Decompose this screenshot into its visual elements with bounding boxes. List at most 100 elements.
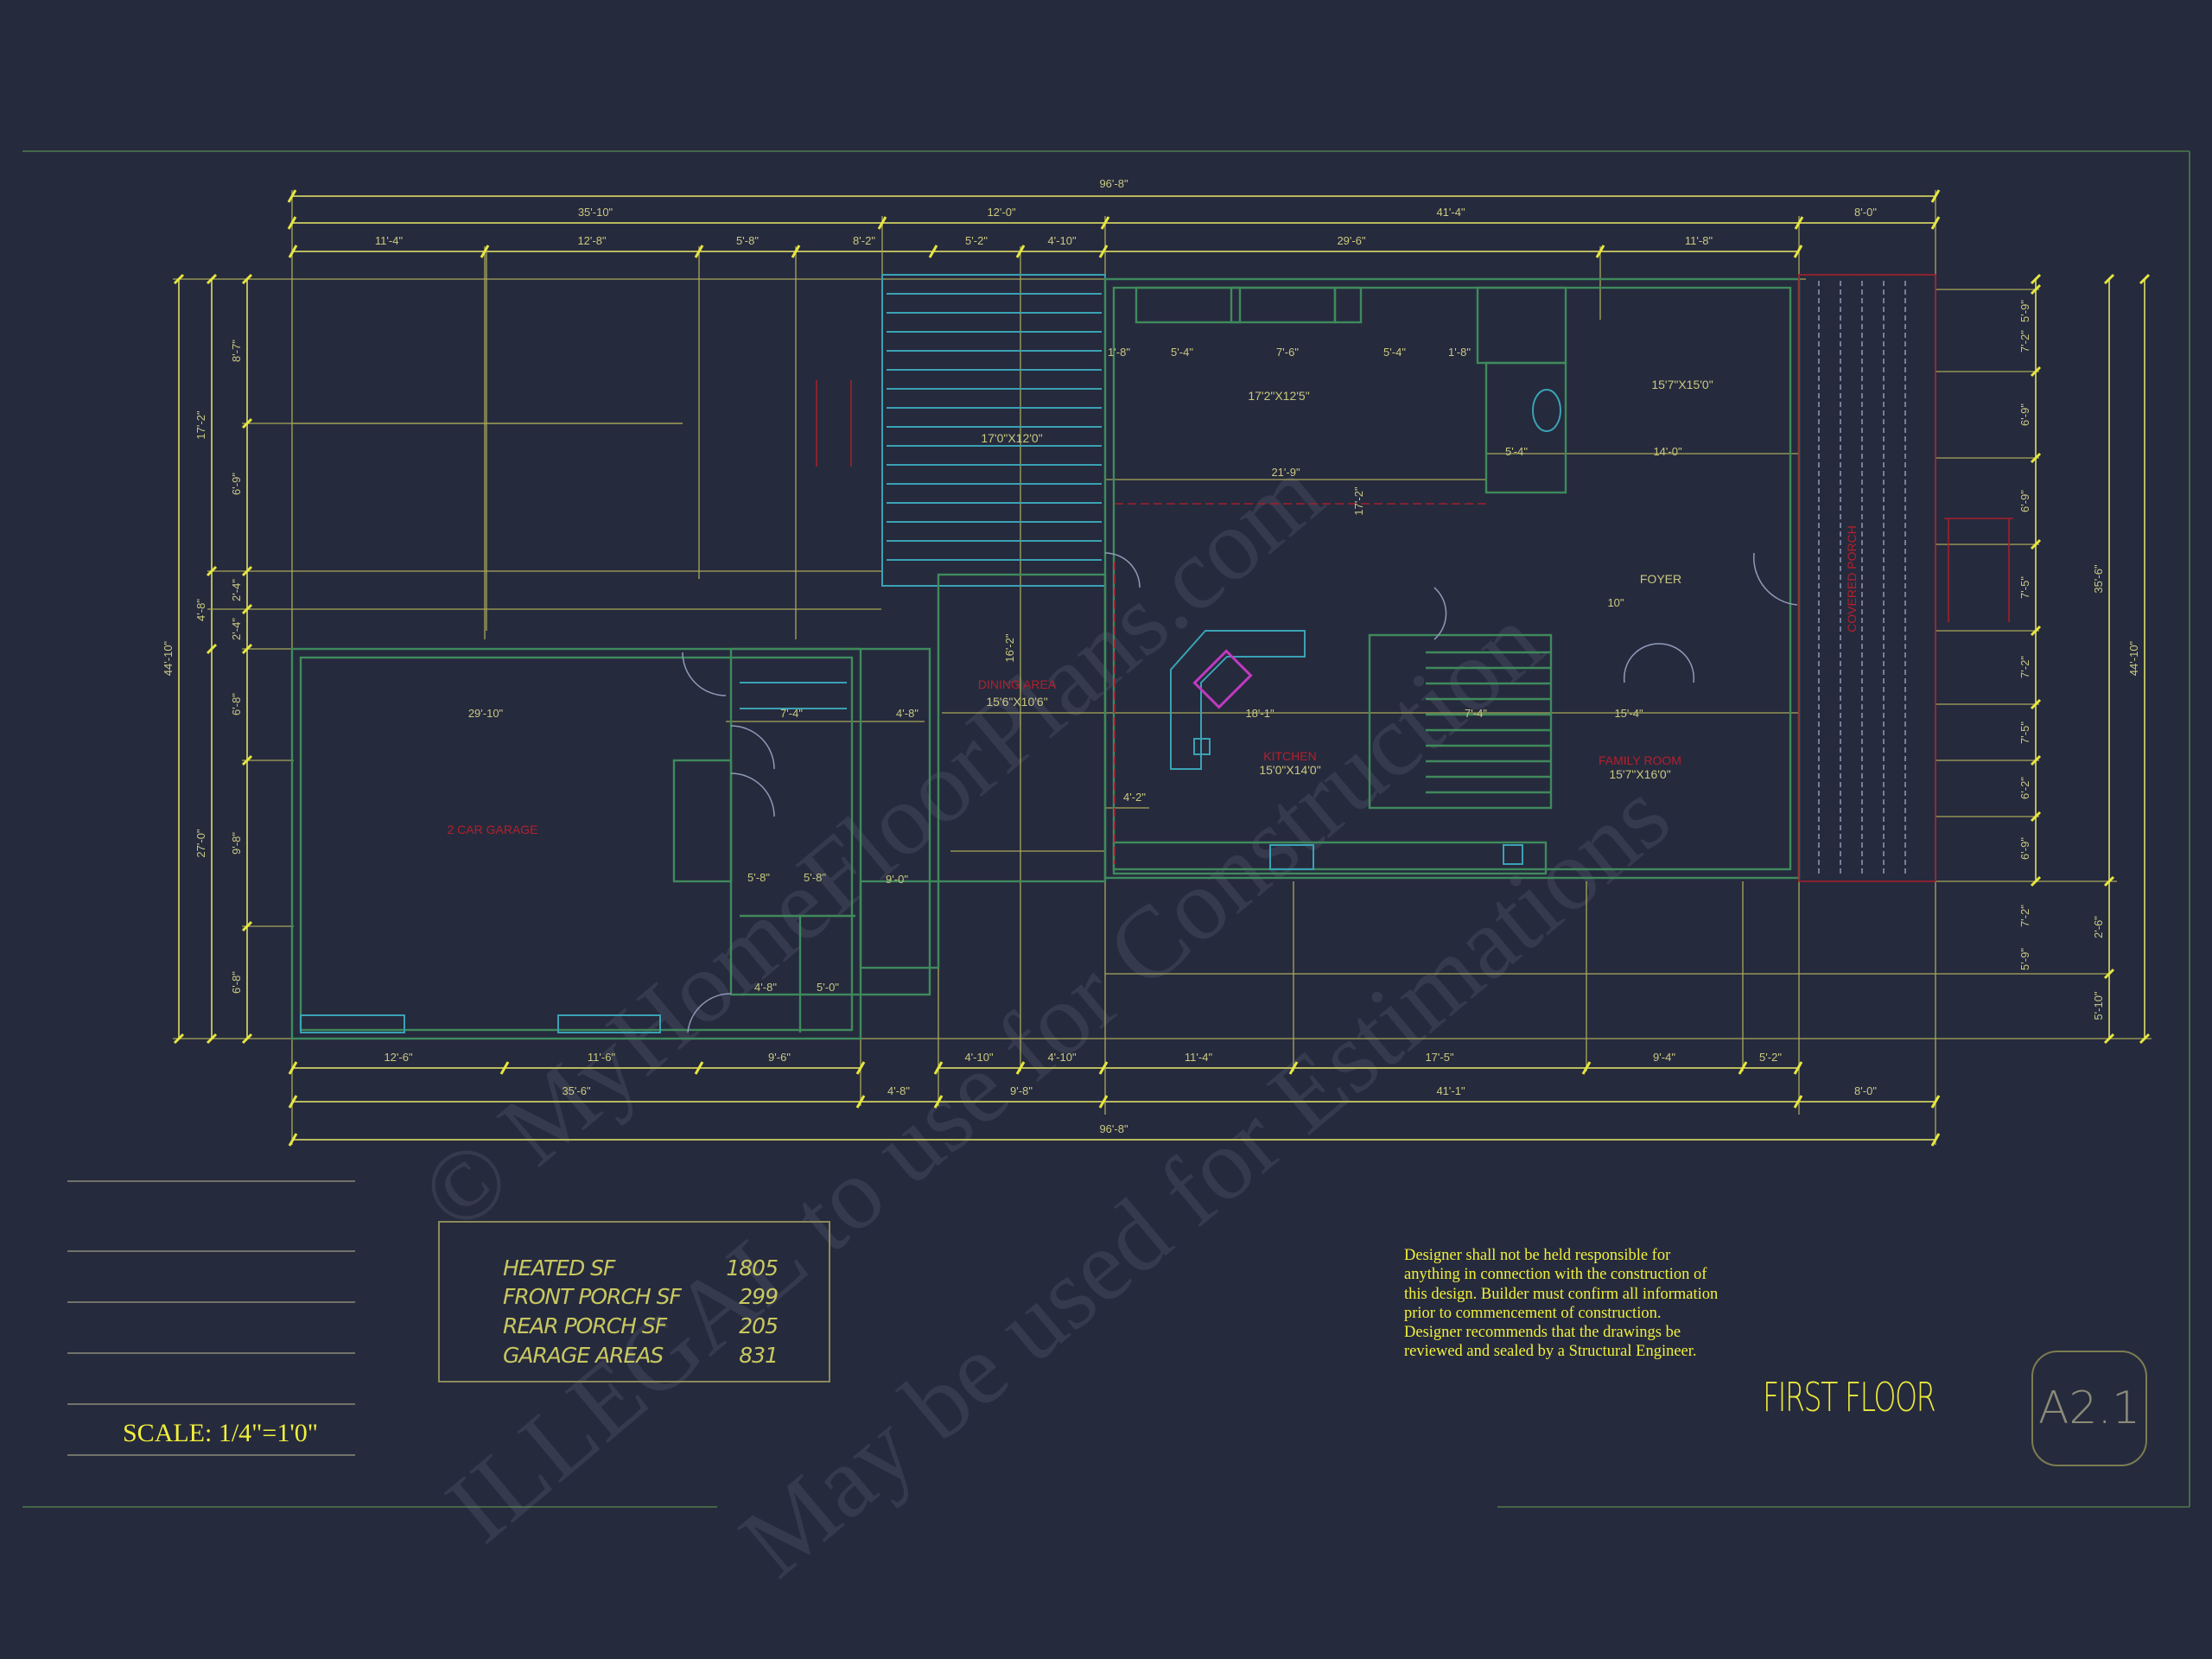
dimension-label: 9'-6"	[768, 1051, 791, 1064]
dimension-tick	[791, 245, 801, 258]
dimension-tick	[288, 245, 298, 258]
room-size: 15'7"X15'0"	[1651, 378, 1713, 391]
dimension-label: 8'-2"	[853, 234, 875, 247]
dimension-label: 6'-9"	[2018, 837, 2031, 860]
dimension-tick	[1581, 1061, 1592, 1075]
dimension-label: 15'-4"	[1614, 707, 1643, 720]
room-size: 15'6"X10'6"	[986, 695, 1047, 709]
dimension-label: 6'-8"	[230, 693, 243, 715]
dimension-label: 11'-4"	[375, 234, 404, 247]
dimension-tick	[933, 1095, 944, 1109]
dimension-label: 5'-9"	[2018, 948, 2031, 970]
dimension-label: 7'-4"	[780, 707, 803, 720]
dimension-label: 5'-2"	[965, 234, 988, 247]
dimension-label: 5'-4"	[1171, 346, 1193, 359]
dimension-label: 4'-8"	[887, 1084, 910, 1097]
dimension-tick	[206, 1033, 218, 1045]
dimension-label: 96'-8"	[1099, 1122, 1128, 1135]
dimension-label: 4'-10"	[964, 1051, 994, 1064]
dimension-tick	[694, 245, 704, 258]
dimension-tick	[206, 565, 218, 577]
room-size: 17'0"X12'0"	[981, 431, 1042, 445]
area-label: GARAGE AREAS	[503, 1343, 664, 1368]
area-label: FRONT PORCH SF	[503, 1284, 683, 1309]
dimension-tick	[1098, 1095, 1109, 1109]
dimension-tick	[2030, 754, 2042, 766]
dimension-tick	[1100, 216, 1110, 230]
dimension-label: 6'-9"	[230, 473, 243, 495]
dimension-label: 7'-4"	[1465, 707, 1487, 720]
dimension-label: 7'-5"	[2018, 576, 2031, 599]
dimension-tick	[1738, 1061, 1748, 1075]
sheet-number: A2.1	[2037, 1382, 2141, 1434]
dimension-label: 6'-2"	[2018, 777, 2031, 799]
area-summary-table	[438, 1221, 830, 1382]
dimension-tick	[287, 189, 297, 203]
dimension-tick	[694, 1061, 704, 1075]
dimension-label: 2'-4"	[230, 579, 243, 601]
dimension-label: 4'-10"	[1047, 1051, 1077, 1064]
dimension-tick	[1930, 189, 1941, 203]
dimension-label: 7'-6"	[1276, 346, 1299, 359]
dimension-label: 2'-6"	[2092, 916, 2105, 938]
dimension-tick	[241, 920, 253, 932]
note-line: this design. Builder must confirm all in…	[1404, 1285, 1719, 1303]
dimension-label: 10"	[1607, 596, 1624, 609]
dimension-label: 35'-10"	[578, 206, 613, 219]
dimension-tick	[241, 603, 253, 615]
sheet-border	[22, 150, 2190, 1508]
dimension-tick	[288, 1133, 298, 1147]
dimension-tick	[241, 273, 253, 285]
dimension-tick	[2030, 283, 2042, 296]
dimension-tick	[1288, 1061, 1299, 1075]
dimension-label: 35'-6"	[562, 1084, 591, 1097]
dimension-tick	[480, 245, 490, 258]
dimension-label: 6'-8"	[230, 971, 243, 994]
dimension-tick	[1793, 245, 1803, 258]
dimension-label: 17'-2"	[194, 410, 207, 440]
dimension-tick	[2030, 365, 2042, 378]
room-size: 15'7"X16'0"	[1609, 767, 1670, 781]
room-size: 17'2"X12'5"	[1248, 389, 1309, 403]
dimension-tick	[241, 565, 253, 577]
dimension-label: 41'-4"	[1436, 206, 1465, 219]
dimension-label: 9'-8"	[230, 832, 243, 855]
note-line: reviewed and sealed by a Structural Engi…	[1404, 1343, 1697, 1361]
dimension-tick	[1015, 1061, 1026, 1075]
dimension-label: 6'-9"	[2018, 404, 2031, 426]
dimension-tick	[2030, 625, 2042, 637]
dimension-label: 14'-0"	[1653, 445, 1682, 458]
area-value: 205	[739, 1313, 778, 1338]
dimension-tick	[1015, 245, 1026, 258]
dimension-label: 5'-8"	[804, 871, 826, 884]
dimension-tick	[1930, 216, 1941, 230]
dimension-label: 12'-0"	[987, 206, 1016, 219]
dimension-label: 5'-8"	[747, 871, 770, 884]
sheet-number-badge: A2.1	[2031, 1351, 2147, 1466]
dimension-label: 9'-4"	[1653, 1051, 1675, 1064]
dimension-tick	[2030, 810, 2042, 823]
dimension-label: 29'-6"	[1337, 234, 1366, 247]
watermark: © MyHomeFloorPlans.com ILLEGAL to use fo…	[400, 435, 1691, 1599]
dimension-label: 5'-4"	[1383, 346, 1406, 359]
room-name: FOYER	[1640, 572, 1681, 586]
dimension-tick	[1794, 216, 1804, 230]
annotation-lines	[816, 380, 2013, 864]
dimension-label: 7'-2"	[2018, 905, 2031, 927]
dimension-label: 21'-9"	[1271, 466, 1300, 479]
dimension-label: 9'-8"	[1010, 1084, 1033, 1097]
dimension-label: 9'-0"	[886, 873, 908, 886]
dimension-label: 12'-6"	[384, 1051, 413, 1064]
dimension-label: 5'-9"	[2018, 300, 2031, 322]
dimension-tick	[1793, 1061, 1803, 1075]
dimension-label: 8'-7"	[230, 340, 243, 362]
dimension-tick	[2030, 273, 2042, 285]
dimension-label: 5'-0"	[817, 981, 839, 994]
dimension-tick	[1930, 1095, 1941, 1109]
dimension-label: 5'-2"	[1759, 1051, 1782, 1064]
dimension-label: 96'-8"	[1099, 177, 1128, 190]
dimension-tick	[2030, 698, 2042, 710]
dimension-tick	[855, 1061, 866, 1075]
dimension-tick	[2030, 875, 2042, 887]
